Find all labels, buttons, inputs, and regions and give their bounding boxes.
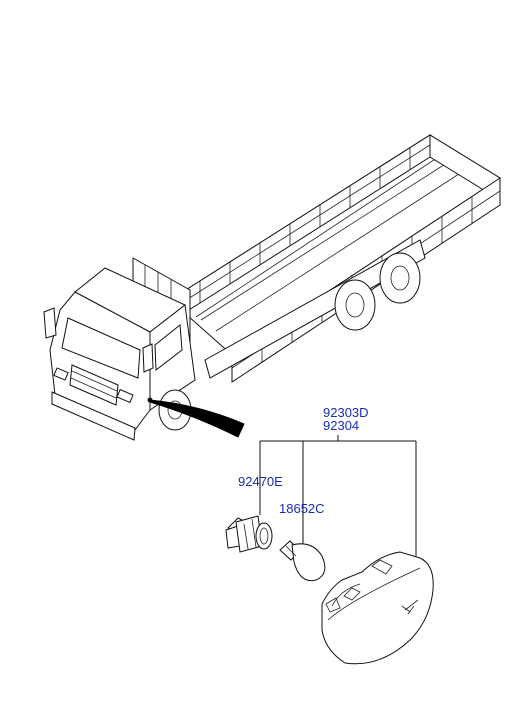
mirror-right <box>142 343 154 373</box>
side-marker-lamp <box>321 551 434 665</box>
location-pointer <box>149 399 245 438</box>
chassis <box>204 239 426 379</box>
lens-texture <box>401 599 419 615</box>
mirror-left <box>43 307 57 339</box>
part-number-92303d: 92303D <box>323 405 369 420</box>
part-number-92304: 92304 <box>323 418 359 433</box>
truck-illustration <box>43 134 501 441</box>
rear-wheels <box>334 252 421 331</box>
grille <box>69 364 119 406</box>
part-number-92470e: 92470E <box>238 474 283 489</box>
callout-lines <box>259 435 417 560</box>
headlight-right <box>116 388 134 404</box>
headlight-left <box>53 367 69 381</box>
windshield <box>61 317 141 379</box>
bulb <box>279 540 326 582</box>
front-bumper <box>51 391 136 441</box>
side-window <box>154 324 183 371</box>
rail-stakes <box>179 144 431 305</box>
part-number-18652c: 18652C <box>279 501 325 516</box>
bulb-socket <box>225 515 273 553</box>
